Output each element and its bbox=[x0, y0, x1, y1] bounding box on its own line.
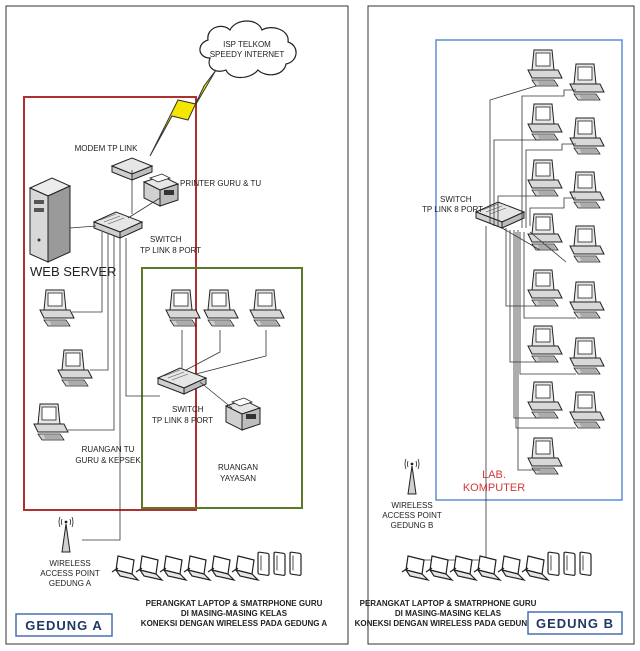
phone-a-1-icon bbox=[257, 551, 270, 577]
phone-a-3-icon bbox=[289, 551, 302, 577]
building-b-wires bbox=[422, 85, 576, 561]
office-zone-border bbox=[23, 96, 197, 511]
ap-b-label-2: ACCESS POINT bbox=[382, 511, 442, 520]
ap-b-label-3: GEDUNG B bbox=[391, 521, 434, 530]
switch-2-label-2: TP LINK 8 PORT bbox=[152, 416, 213, 425]
printer-label: PRINTER GURU & TU bbox=[180, 179, 261, 188]
devices-a-note-1: PERANGKAT LAPTOP & SMATRPHONE GURU bbox=[146, 599, 323, 608]
isp-label-2: SPEEDY INTERNET bbox=[210, 50, 285, 59]
lab-zone-border bbox=[435, 39, 623, 501]
isp-label-1: ISP TELKOM bbox=[223, 40, 271, 49]
switch-1-label-1: SWITCH bbox=[150, 235, 182, 244]
yayasan-zone-border bbox=[141, 267, 303, 509]
switch-b-label-1: SWITCH bbox=[440, 195, 472, 204]
room-yayasan-label-2: YAYASAN bbox=[220, 474, 256, 483]
switch-2-label-1: SWITCH bbox=[172, 405, 204, 414]
phone-b-1-icon bbox=[547, 551, 560, 577]
ap-a-label-1: WIRELESS bbox=[49, 559, 90, 568]
ap-a-label-2: ACCESS POINT bbox=[40, 569, 100, 578]
switch-b-label-2: TP LINK 8 PORT bbox=[422, 205, 483, 214]
switch-1-label-2: TP LINK 8 PORT bbox=[140, 246, 201, 255]
room-yayasan-label-1: RUANGAN bbox=[218, 463, 258, 472]
ap-a-label-3: GEDUNG A bbox=[49, 579, 92, 588]
devices-a-note-2: DI MASING-MASING KELAS bbox=[181, 609, 288, 618]
isp-cloud-icon bbox=[199, 20, 297, 79]
ap-b-label-1: WIRELESS bbox=[391, 501, 432, 510]
lightning-bolt-icon bbox=[149, 69, 217, 157]
devices-b-note-2: DI MASING-MASING KELAS bbox=[395, 609, 502, 618]
devices-b-note-3: KONEKSI DENGAN WIRELESS PADA GEDUNG B bbox=[355, 619, 542, 628]
gedung-a-title: GEDUNG A bbox=[25, 618, 103, 633]
phone-b-2-icon bbox=[563, 551, 576, 577]
gedung-b-title-box bbox=[527, 611, 623, 635]
phone-a-2-icon bbox=[273, 551, 286, 577]
gedung-b-title: GEDUNG B bbox=[536, 616, 614, 631]
web-server-label: WEB SERVER bbox=[30, 264, 116, 279]
building-b-panel bbox=[367, 5, 635, 645]
room-tu-label-1: RUANGAN TU bbox=[82, 445, 135, 454]
modem-label: MODEM TP LINK bbox=[75, 144, 138, 153]
web-server-icon bbox=[28, 177, 72, 263]
devices-b-note-1: PERANGKAT LAPTOP & SMATRPHONE GURU bbox=[360, 599, 537, 608]
lab-label-1: LAB. bbox=[482, 469, 506, 481]
building-a-wires bbox=[68, 170, 267, 541]
room-tu-label-2: GURU & KEPSEK bbox=[75, 456, 141, 465]
devices-a-note-3: KONEKSI DENGAN WIRELESS PADA GEDUNG A bbox=[141, 619, 328, 628]
gedung-a-title-box bbox=[15, 613, 113, 637]
phone-b-3-icon bbox=[579, 551, 592, 577]
lab-label-2: KOMPUTER bbox=[463, 482, 525, 494]
